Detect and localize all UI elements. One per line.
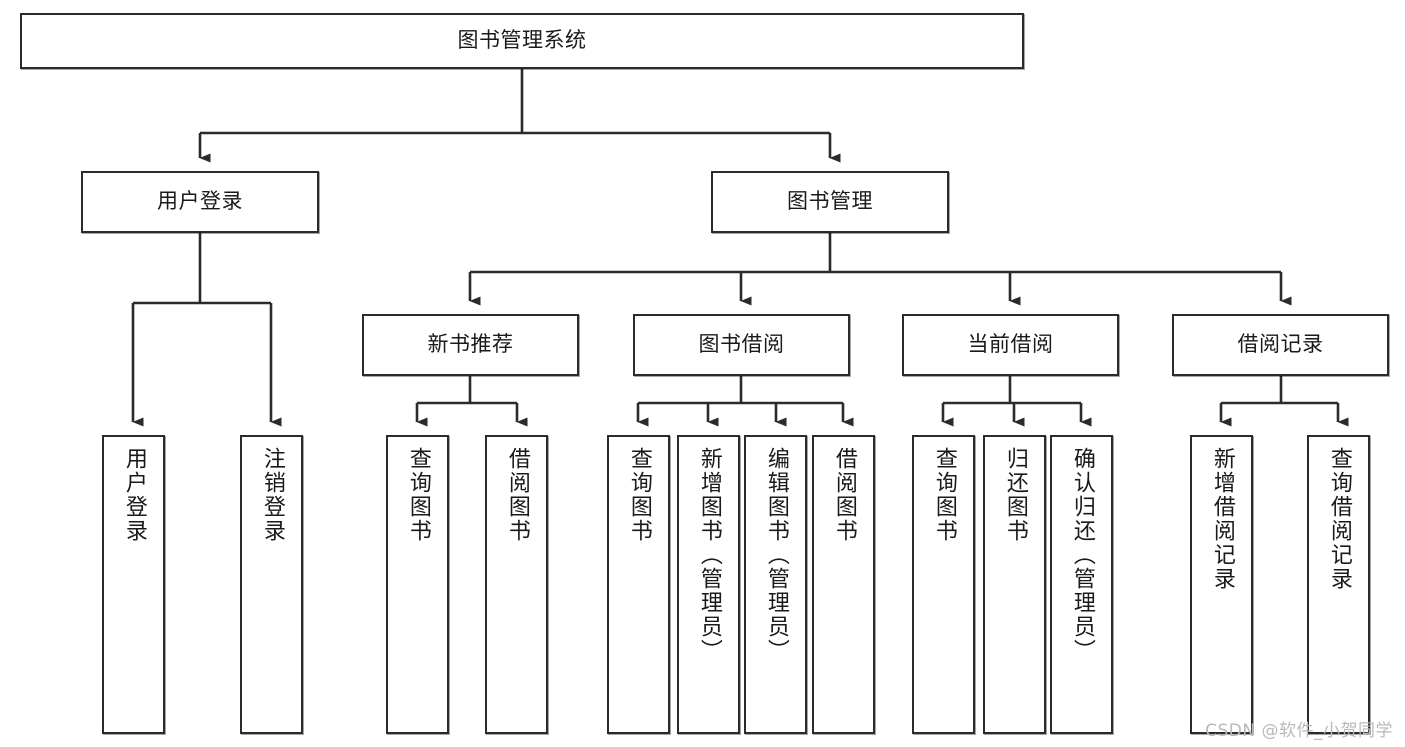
- leaf-node[interactable]: 归还图书: [983, 435, 1046, 734]
- node-user-login-label: 用户登录: [157, 189, 243, 214]
- leaf-node[interactable]: 新增借阅记录: [1190, 435, 1253, 734]
- leaf-node-label: 查询借阅记录: [1326, 447, 1352, 591]
- watermark-text: CSDN @软件_小贺同学: [1205, 721, 1393, 741]
- node-book-borrowing[interactable]: 图书借阅: [633, 314, 850, 376]
- leaf-node[interactable]: 查询图书: [912, 435, 975, 734]
- leaf-node[interactable]: 借阅图书: [812, 435, 875, 734]
- node-book-management-label: 图书管理: [787, 189, 873, 214]
- node-borrowing-records[interactable]: 借阅记录: [1172, 314, 1389, 376]
- leaf-node-label: 查询图书: [405, 447, 431, 543]
- leaf-node-label: 编辑图书（管理员）: [763, 447, 789, 663]
- leaf-node[interactable]: 查询借阅记录: [1307, 435, 1370, 734]
- leaf-node[interactable]: 查询图书: [386, 435, 449, 734]
- leaf-node[interactable]: 确认归还（管理员）: [1050, 435, 1113, 734]
- node-book-borrowing-label: 图书借阅: [698, 332, 785, 357]
- leaf-node-label: 用户登录: [121, 447, 147, 543]
- leaf-node-label: 查询图书: [626, 447, 652, 543]
- node-borrowing-records-label: 借阅记录: [1237, 332, 1324, 357]
- leaf-node-label: 新增借阅记录: [1209, 447, 1235, 591]
- leaf-node[interactable]: 新增图书（管理员）: [677, 435, 740, 734]
- leaf-node[interactable]: 借阅图书: [485, 435, 548, 734]
- leaf-node-label: 新增图书（管理员）: [696, 447, 722, 663]
- leaf-node-label: 查询图书: [931, 447, 957, 543]
- node-current-borrowing[interactable]: 当前借阅: [902, 314, 1119, 376]
- node-root[interactable]: 图书管理系统: [20, 13, 1024, 69]
- node-new-book-recommendation[interactable]: 新书推荐: [362, 314, 579, 376]
- leaf-node[interactable]: 编辑图书（管理员）: [744, 435, 807, 734]
- leaf-node-label: 注销登录: [259, 447, 285, 543]
- node-current-borrowing-label: 当前借阅: [967, 332, 1054, 357]
- leaf-node-label: 归还图书: [1002, 447, 1028, 543]
- leaf-node-label: 借阅图书: [831, 447, 857, 543]
- leaf-node[interactable]: 用户登录: [102, 435, 165, 734]
- leaf-node-label: 借阅图书: [504, 447, 530, 543]
- node-book-management[interactable]: 图书管理: [711, 171, 949, 233]
- node-user-login[interactable]: 用户登录: [81, 171, 319, 233]
- leaf-node-label: 确认归还（管理员）: [1069, 447, 1095, 663]
- node-root-label: 图书管理系统: [457, 28, 587, 53]
- leaf-node[interactable]: 注销登录: [240, 435, 303, 734]
- leaf-node[interactable]: 查询图书: [607, 435, 670, 734]
- node-new-book-recommendation-label: 新书推荐: [427, 332, 514, 357]
